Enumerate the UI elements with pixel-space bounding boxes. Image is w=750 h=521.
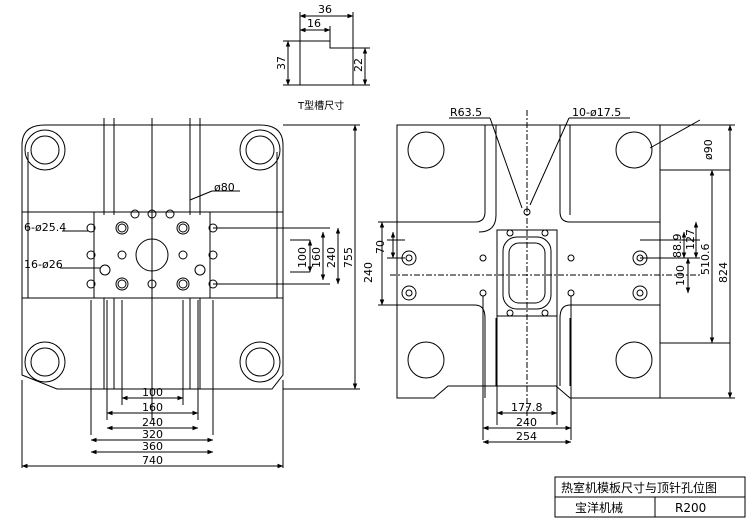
- tslot-detail: [283, 12, 370, 86]
- left-dim-240: 240: [142, 416, 163, 429]
- title-block-company: 宝洋机械: [575, 500, 623, 515]
- label-hole-25: 6-ø25.4: [24, 221, 66, 234]
- title-block-title: 热室机模板尺寸与顶针孔位图: [561, 480, 717, 495]
- right-vdim-240: 240: [362, 262, 375, 283]
- left-platen: [21, 118, 360, 469]
- left-vert-dims: [213, 124, 360, 390]
- tslot-dim-16: 16: [307, 17, 321, 30]
- center-hole-80: [135, 238, 169, 272]
- left-vdim-240: 240: [325, 247, 338, 268]
- left-vdim-755: 755: [342, 247, 355, 268]
- title-block: [554, 476, 746, 518]
- right-platen: [378, 110, 735, 445]
- left-vdim-160: 160: [310, 247, 323, 268]
- left-dim-360: 360: [142, 440, 163, 453]
- right-platen-outline: [396, 124, 661, 399]
- left-dim-740: 740: [142, 454, 163, 467]
- tslot-profile: [299, 40, 354, 86]
- right-vdim-100: 100: [674, 265, 687, 286]
- right-dim-254: 254: [516, 430, 537, 443]
- title-block-model: R200: [675, 501, 706, 515]
- right-vdim-127: 127: [684, 229, 697, 250]
- right-vdim-88-9: 88.9: [671, 234, 684, 259]
- tslot-title: T型槽尺寸: [297, 99, 344, 112]
- right-vdim-70: 70: [374, 240, 387, 254]
- left-dim-320: 320: [142, 428, 163, 441]
- right-slot: [502, 236, 552, 310]
- left-vdim-100: 100: [296, 247, 309, 268]
- right-dim-177-8: 177.8: [511, 401, 543, 414]
- left-dim-160: 160: [142, 401, 163, 414]
- right-vdim-510-6: 510.6: [699, 244, 712, 276]
- label-hole-26: 16-ø26: [24, 258, 63, 271]
- tslot-dim-36: 36: [318, 3, 332, 16]
- left-horiz-dims: [21, 300, 284, 469]
- right-vdim-824: 824: [717, 262, 730, 283]
- left-dim-100: 100: [142, 386, 163, 399]
- tslot-dim-22: 22: [352, 58, 365, 72]
- label-center-hole: ø80: [214, 181, 235, 194]
- label-holes: 10-ø17.5: [572, 106, 621, 119]
- right-dim-240: 240: [516, 416, 537, 429]
- label-radius: R63.5: [450, 106, 482, 119]
- label-tie-bar: ø90: [702, 139, 715, 160]
- tslot-dim-37: 37: [275, 56, 288, 70]
